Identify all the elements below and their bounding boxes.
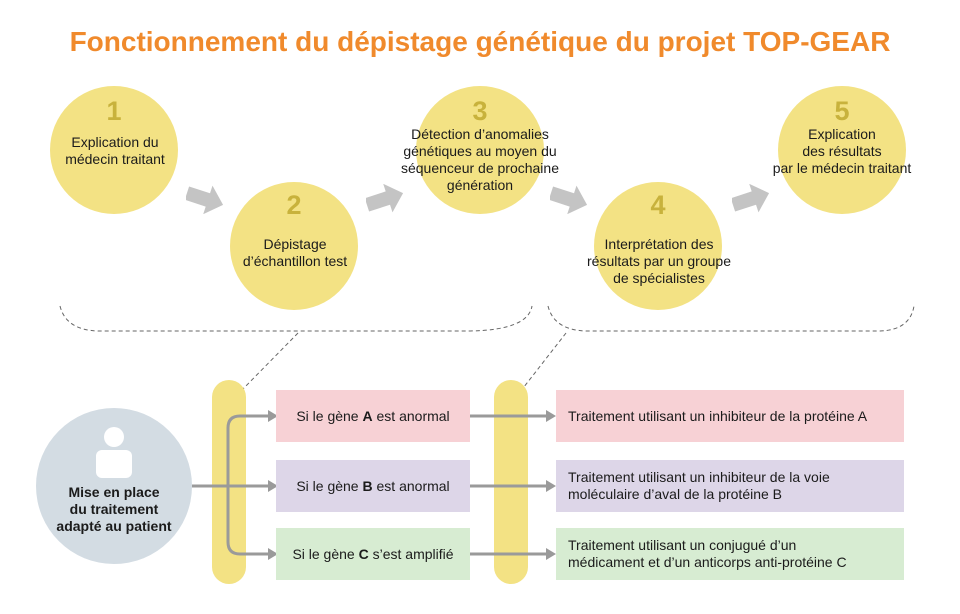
page-title: Fonctionnement du dépistage génétique du… <box>69 26 891 57</box>
condition-c-suffix: s’est amplifié <box>368 545 454 562</box>
treatment-c: Traitement utilisant un conjugué d’un mé… <box>556 528 904 580</box>
condition-gene-c: Si le gène C s’est amplifié <box>276 528 470 580</box>
step-4-label: Interprétation des résultats par un grou… <box>587 236 731 286</box>
flow-arrowhead-b <box>268 480 278 492</box>
step-1-to-2-arrow-icon <box>186 185 224 214</box>
condition-a-suffix: est anormal <box>372 407 450 424</box>
condition-gene-a: Si le gène A est anormal <box>276 390 470 442</box>
step-4-to-5-arrow-icon <box>732 184 770 213</box>
step-1-label: Explication du médecin traitant <box>65 134 165 167</box>
treatment-a: Traitement utilisant un inhibiteur de la… <box>556 390 904 442</box>
step-5-circle <box>778 86 906 214</box>
condition-c-prefix: Si le gène <box>292 545 359 562</box>
flow-arrowhead-treat-a <box>546 410 556 422</box>
flow-arrowhead-c <box>268 548 278 560</box>
flow-arrowhead-a <box>268 410 278 422</box>
step-4-circle <box>594 182 722 310</box>
interpretation-bar <box>494 380 528 584</box>
step-5-number: 5 <box>834 96 850 126</box>
flow-line-a <box>226 414 270 486</box>
step-4-number: 4 <box>650 190 666 220</box>
patient-label: Mise en place du traitement adapté au pa… <box>56 484 172 534</box>
step-2-to-3-arrow-icon <box>366 184 404 213</box>
person-icon <box>96 427 132 478</box>
step-5-label: Explication des résultats par le médecin… <box>772 126 912 176</box>
dashed-brace-right <box>547 305 915 332</box>
condition-c-gene: C <box>358 545 369 562</box>
condition-a-prefix: Si le gène <box>296 407 363 424</box>
dashed-connector-right <box>519 332 567 393</box>
condition-a-gene: A <box>362 407 373 424</box>
step-2-circle <box>230 182 358 310</box>
flow-line-c <box>226 486 270 556</box>
step-3-circle <box>416 86 544 214</box>
condition-b-gene: B <box>362 477 373 494</box>
step-2-number: 2 <box>286 190 302 220</box>
flow-arrowhead-treat-b <box>546 480 556 492</box>
step-3-number: 3 <box>472 96 488 126</box>
condition-gene-b: Si le gène B est anormal <box>276 460 470 512</box>
step-3-label: Détection d’anomalies génétiques au moye… <box>400 126 559 193</box>
treatment-b: Traitement utilisant un inhibiteur de la… <box>556 460 904 512</box>
condition-b-suffix: est anormal <box>372 477 450 494</box>
step-2-label: Dépistage d’échantillon test <box>242 236 348 269</box>
step-3-to-4-arrow-icon <box>550 185 588 214</box>
flow-arrowhead-treat-c <box>546 548 556 560</box>
condition-b-prefix: Si le gène <box>296 477 363 494</box>
step-1-number: 1 <box>106 96 122 126</box>
dashed-brace-left <box>59 305 533 332</box>
step-1-circle <box>50 86 178 214</box>
